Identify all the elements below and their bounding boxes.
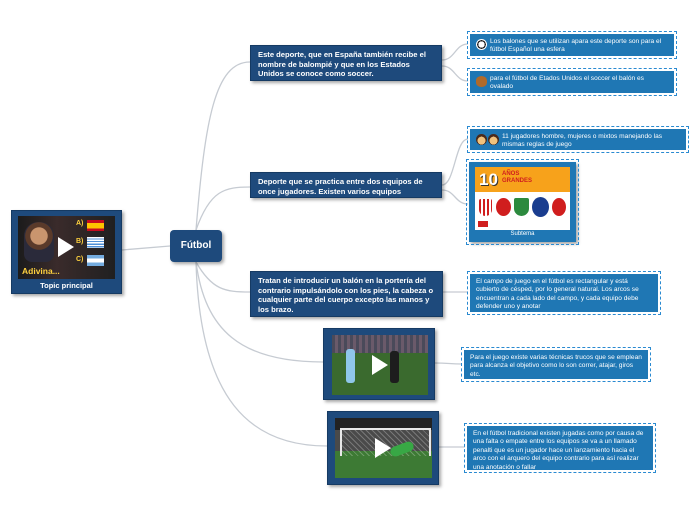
play-icon[interactable] (375, 438, 391, 458)
subtema-caption: Subtema (510, 231, 535, 237)
stadium-stand (332, 335, 428, 353)
shield-icon (514, 198, 529, 216)
note-text: Para el juego existe varias técnicas tru… (470, 354, 642, 378)
teams-image: 10 AÑOS GRANDES (475, 167, 570, 230)
player-figure (346, 349, 355, 383)
note-text: 11 jugadores hombre, mujeres o mixtos ma… (502, 133, 663, 149)
soccer-ball-icon (476, 39, 487, 50)
flag-icon (478, 221, 488, 227)
badge-number: 10 (479, 170, 498, 189)
option-a-label: A) (76, 220, 84, 227)
topic-principal-card[interactable]: A) B) C) Adivina... Topic principal (11, 210, 122, 294)
shield-icon (532, 197, 549, 217)
spain-flag-icon (87, 220, 104, 231)
option-b-label: B) (76, 238, 84, 245)
badge-subtitle: GRANDES (502, 178, 533, 184)
penalty-video-thumbnail[interactable] (335, 418, 432, 478)
play-icon[interactable] (58, 237, 74, 257)
central-topic[interactable]: Fútbol (170, 230, 222, 262)
argentina-flag-icon (87, 255, 104, 266)
topic-caption: Topic principal (40, 281, 93, 290)
note-techniques[interactable]: Para el juego existe varias técnicas tru… (461, 347, 651, 382)
note-penalty[interactable]: En el fútbol tradicional existen jugadas… (464, 423, 656, 473)
match-video-thumbnail[interactable] (332, 335, 428, 395)
note-text: para el fútbol de Etados Unidos el socce… (490, 75, 644, 91)
note-text: Los balones que se utilizan apara este d… (490, 38, 662, 54)
note-field[interactable]: El campo de juego en el fútbol es rectan… (467, 271, 661, 315)
branch-teams[interactable]: Deporte que se practica entre dos equipo… (250, 172, 442, 198)
players-icon (476, 134, 502, 145)
note-spanish-ball[interactable]: Los balones que se utilizan apara este d… (467, 31, 677, 59)
player-figure (390, 351, 399, 383)
badge-title: AÑOS (502, 171, 520, 177)
play-icon[interactable] (372, 355, 388, 375)
note-text: El campo de juego en el fútbol es rectan… (476, 278, 639, 311)
player-photo (24, 222, 54, 262)
note-usa-ball[interactable]: para el fútbol de Etados Unidos el socce… (467, 68, 677, 96)
branch-spain-usa[interactable]: Este deporte, que en España también reci… (250, 45, 442, 81)
note-eleven-players[interactable]: 11 jugadores hombre, mujeres o mixtos ma… (467, 126, 689, 153)
american-football-icon (476, 76, 487, 87)
video-title: Adivina... (22, 266, 60, 276)
subtema-image-card[interactable]: 10 AÑOS GRANDES Subtema (466, 159, 579, 245)
topic-video-thumbnail[interactable]: A) B) C) Adivina... (18, 216, 115, 279)
shield-icon (496, 198, 511, 216)
note-text: En el fútbol tradicional existen jugadas… (473, 430, 644, 471)
shield-icon (479, 199, 492, 216)
penalty-video-card[interactable] (327, 411, 439, 485)
option-c-label: C) (76, 256, 84, 263)
shield-icon (552, 198, 566, 216)
branch-rules[interactable]: Tratan de introducir un balón en la port… (250, 271, 443, 317)
match-video-card[interactable] (323, 328, 435, 400)
uruguay-flag-icon (87, 237, 104, 248)
